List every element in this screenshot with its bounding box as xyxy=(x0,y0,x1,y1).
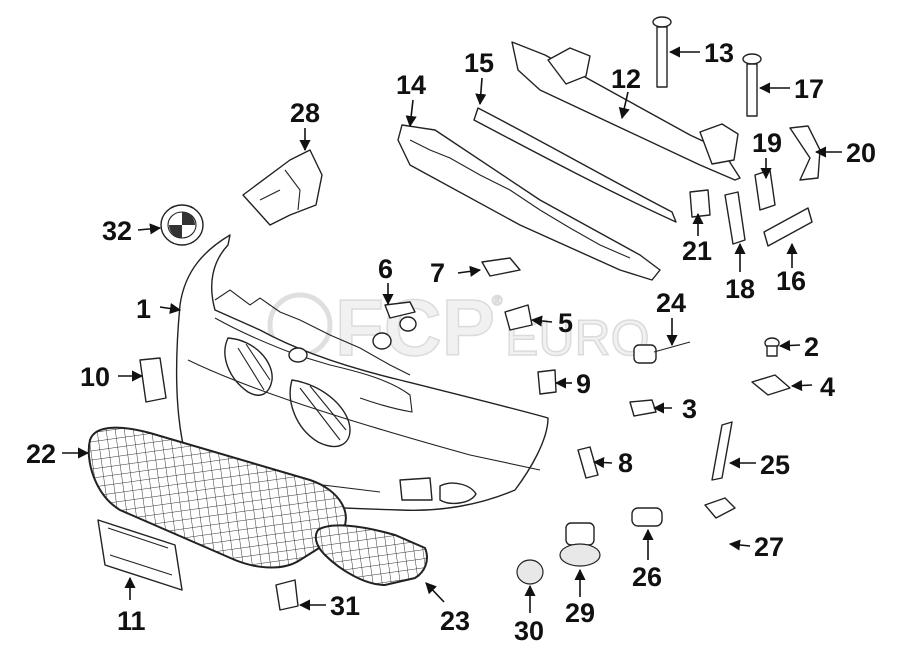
screw-2-part xyxy=(764,337,780,357)
license-bracket-part xyxy=(97,519,183,591)
callout-7: 7 xyxy=(430,258,445,288)
callout-labels: 1 2 3 4 5 6 7 8 9 10 11 12 13 14 15 16 1… xyxy=(26,38,876,646)
callout-32: 32 xyxy=(102,216,132,246)
bracket-18-part xyxy=(724,191,746,245)
bracket-19-part xyxy=(754,169,776,211)
side-grille-part xyxy=(314,524,428,587)
callout-23: 23 xyxy=(440,606,470,636)
pad-16-part xyxy=(763,207,813,247)
callout-11: 11 xyxy=(117,606,146,636)
cap-30-part xyxy=(516,559,544,585)
cover-7-part xyxy=(481,257,521,277)
callout-5: 5 xyxy=(558,308,573,338)
sensor-24-part xyxy=(633,341,691,364)
callout-24: 24 xyxy=(656,288,686,318)
clip-31-part xyxy=(275,579,299,611)
callout-21: 21 xyxy=(682,236,712,266)
strip-8-part xyxy=(577,446,599,479)
bumper-cover-part xyxy=(175,234,549,512)
watermark-mark: ® xyxy=(492,292,503,308)
callout-13: 13 xyxy=(704,38,734,68)
callout-31: 31 xyxy=(330,591,360,621)
nut-4-part xyxy=(751,374,791,396)
callout-9: 9 xyxy=(576,369,591,399)
callout-4: 4 xyxy=(820,372,835,402)
bracket-20-part xyxy=(789,125,821,181)
bracket-6-part xyxy=(372,301,417,350)
sensor-26-part xyxy=(631,507,663,527)
callout-1: 1 xyxy=(136,294,151,324)
callout-26: 26 xyxy=(632,562,662,592)
callout-10: 10 xyxy=(80,362,110,392)
callout-6: 6 xyxy=(378,254,393,284)
callout-2: 2 xyxy=(804,332,819,362)
bracket-21-part xyxy=(689,189,711,218)
callout-28: 28 xyxy=(290,98,320,128)
callout-15: 15 xyxy=(464,48,494,78)
callout-29: 29 xyxy=(565,598,595,628)
callout-19: 19 xyxy=(752,128,782,158)
callout-12: 12 xyxy=(611,64,641,94)
bolt-13-part xyxy=(652,16,672,88)
callout-8: 8 xyxy=(618,448,633,478)
callout-3: 3 xyxy=(682,394,697,424)
callout-18: 18 xyxy=(725,274,755,304)
callout-27: 27 xyxy=(754,532,784,562)
plug-3-part xyxy=(629,399,657,417)
bolt-17-part xyxy=(742,53,762,117)
leader-lines xyxy=(62,46,842,613)
cover-27-part xyxy=(704,497,736,519)
callout-20: 20 xyxy=(846,138,876,168)
callout-14: 14 xyxy=(396,70,426,100)
watermark-brand: FCP xyxy=(335,283,495,372)
strip-25-part xyxy=(711,421,733,481)
cap-5-part xyxy=(504,304,533,331)
sensor-29-part xyxy=(559,522,601,567)
callout-25: 25 xyxy=(760,450,790,480)
seal-strip-part xyxy=(473,107,677,223)
clip-9-part xyxy=(537,369,557,395)
callout-17: 17 xyxy=(794,74,824,104)
emblem-part xyxy=(160,204,204,246)
callout-16: 16 xyxy=(776,266,806,296)
callout-30: 30 xyxy=(514,616,544,646)
air-duct-part xyxy=(242,149,323,226)
energy-absorber-part xyxy=(397,124,661,281)
callout-22: 22 xyxy=(26,439,56,469)
clip-10-part xyxy=(139,357,167,403)
